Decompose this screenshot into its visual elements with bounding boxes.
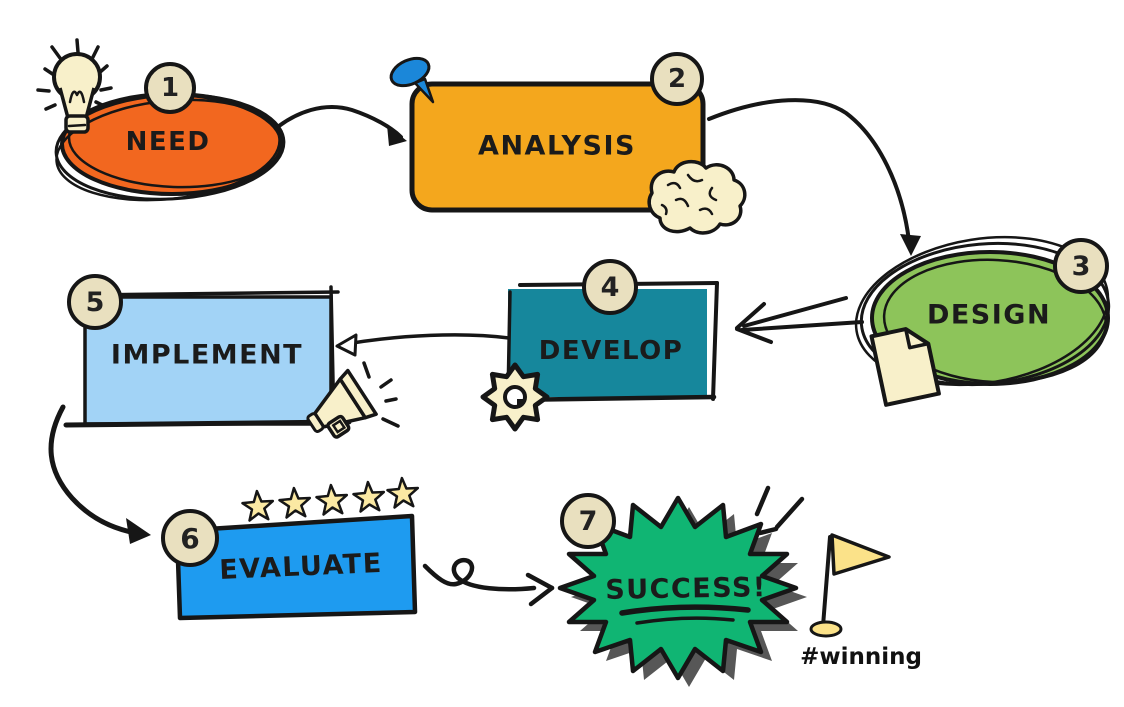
star-icon — [277, 485, 313, 520]
step-badge-1: 1 — [144, 62, 196, 114]
success-burst-shape — [557, 485, 807, 687]
arrow-evaluate-success — [422, 557, 555, 607]
star-icon — [385, 475, 421, 510]
burst — [557, 495, 799, 681]
evaluate-shape — [174, 513, 418, 621]
badge-number: 4 — [600, 271, 620, 303]
hashtag-winning: #winning — [800, 644, 922, 670]
gear-icon — [480, 362, 550, 432]
analysis-rect — [409, 81, 706, 213]
implement-shape — [63, 285, 352, 430]
badge-number: 1 — [160, 73, 180, 103]
flag-icon — [809, 533, 891, 638]
brain-icon — [647, 159, 747, 235]
step-label-analysis: ANALYSIS — [478, 130, 636, 162]
implement-rect — [83, 295, 333, 426]
analysis-shape — [409, 81, 706, 213]
star-icon — [240, 488, 276, 523]
sparkle-icon — [774, 496, 805, 530]
badge-number: 5 — [85, 286, 105, 318]
sparkle-icon — [757, 526, 779, 536]
arrow-analysis-design — [707, 98, 921, 256]
arrow-need-analysis — [267, 105, 407, 146]
sparkle-icon — [754, 485, 771, 517]
badge-number: 7 — [578, 505, 598, 537]
star-icon — [314, 482, 350, 517]
step-badge-4: 4 — [582, 259, 638, 315]
document-icon — [869, 327, 941, 407]
step-badge-3: 3 — [1053, 238, 1109, 294]
badge-number: 3 — [1071, 250, 1091, 282]
step-badge-6: 6 — [161, 509, 219, 567]
step-label-implement: IMPLEMENT — [110, 339, 304, 371]
step-badge-7: 7 — [560, 493, 616, 549]
badge-number: 6 — [180, 521, 200, 555]
megaphone-icon — [306, 361, 400, 439]
lightbulb-icon — [36, 38, 113, 134]
step-label-design: DESIGN — [926, 299, 1052, 331]
star-rating-icons — [240, 475, 421, 523]
step-label-success: SUCCESS! — [605, 572, 767, 606]
pushpin-icon — [389, 56, 435, 104]
step-badge-5: 5 — [67, 274, 123, 330]
step-badge-2: 2 — [650, 52, 704, 106]
star-icon — [351, 479, 387, 514]
arrow-implement-evaluate — [48, 404, 151, 544]
step-label-develop: DEVELOP — [538, 336, 684, 366]
badge-number: 2 — [667, 64, 687, 94]
arrow-design-develop — [735, 296, 864, 344]
step-label-need: NEED — [125, 127, 211, 157]
evaluate-rect — [174, 513, 418, 621]
arrow-develop-implement — [335, 333, 511, 357]
